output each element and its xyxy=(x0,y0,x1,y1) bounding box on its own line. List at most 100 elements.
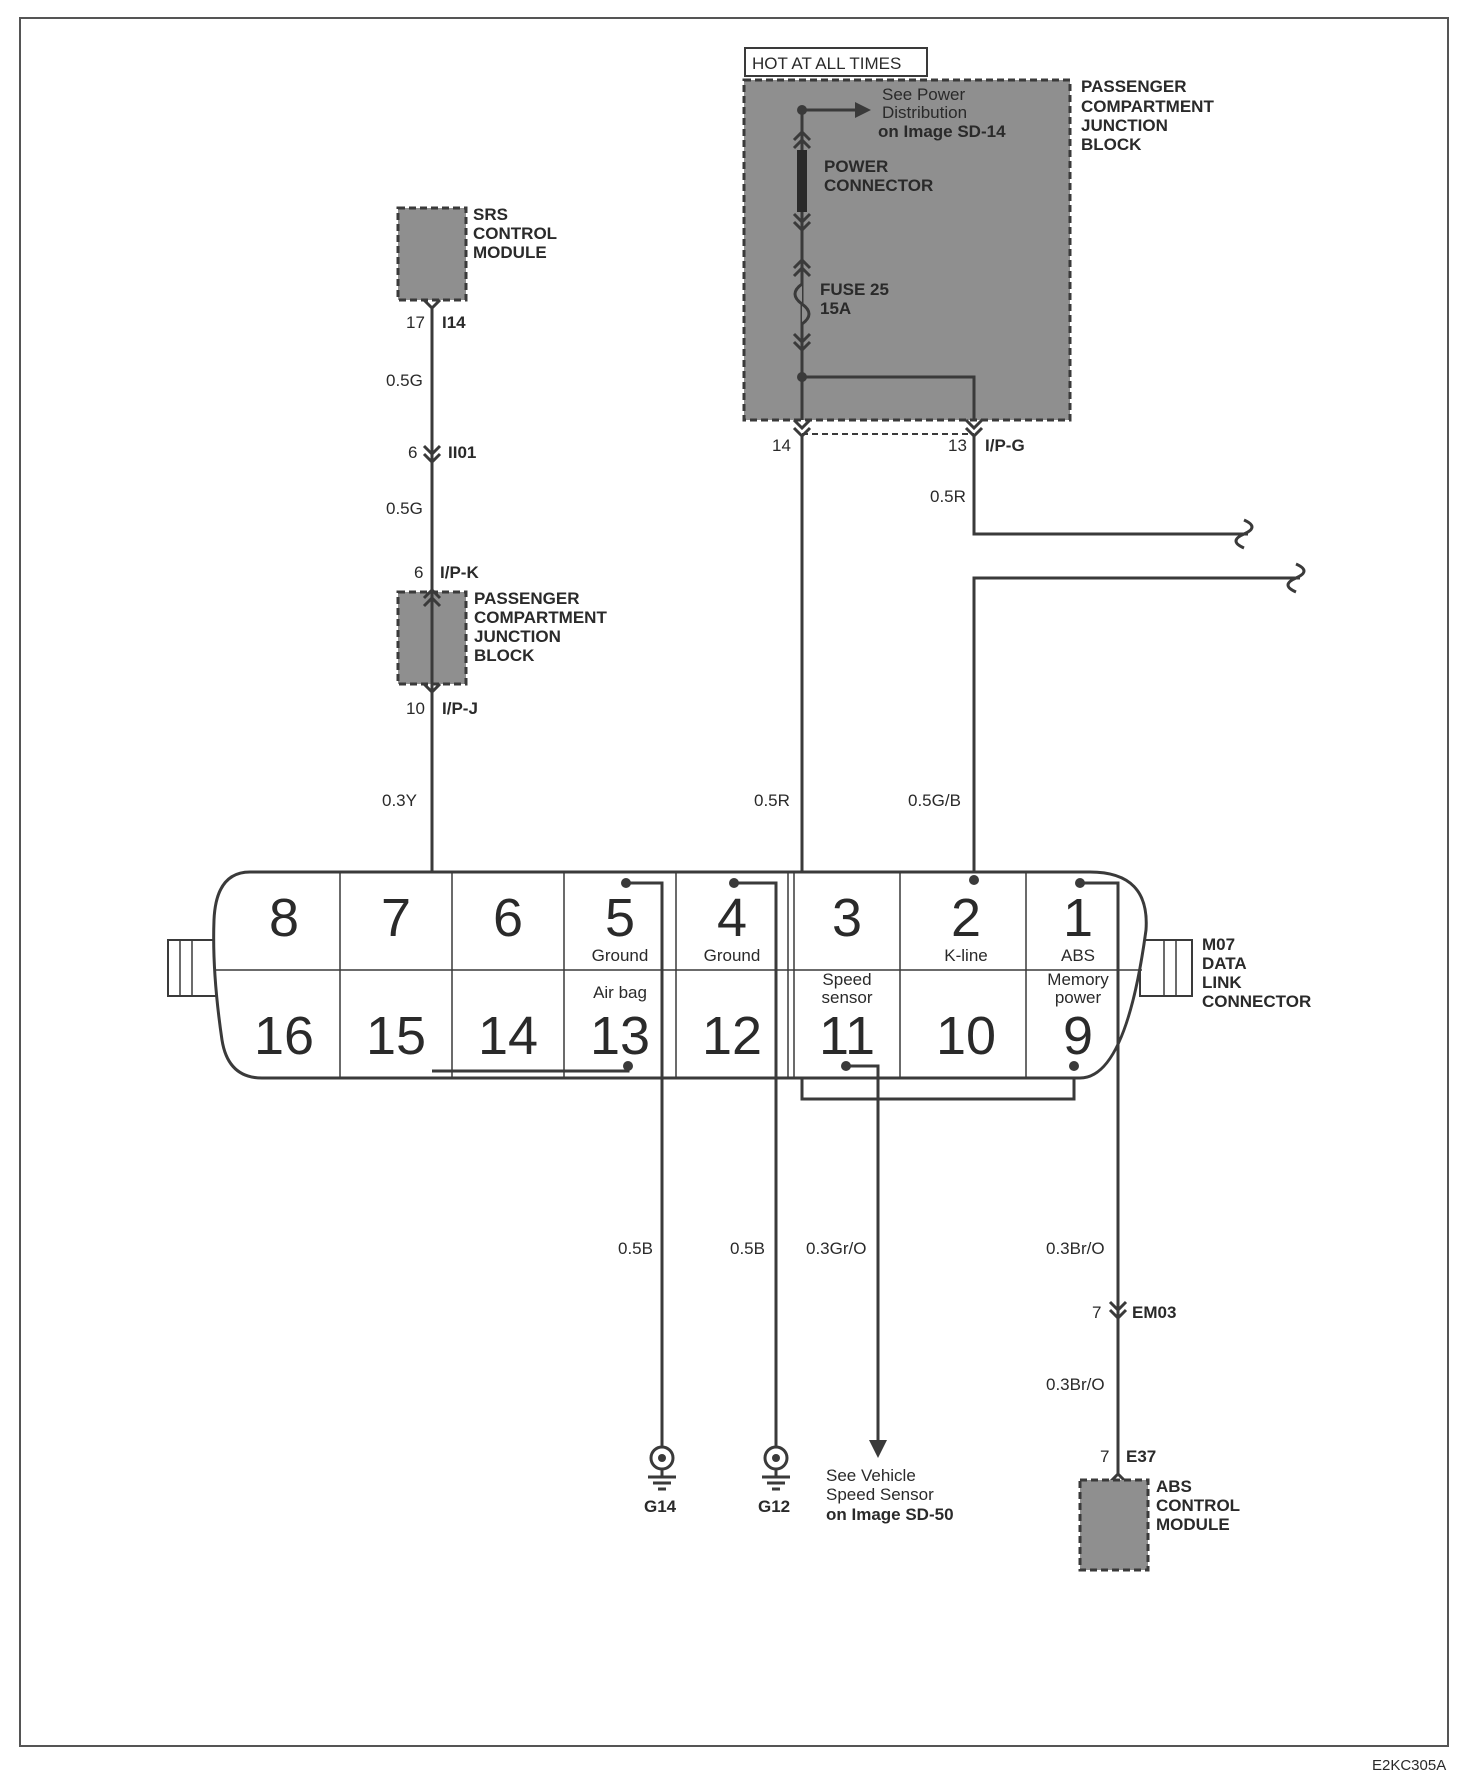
pin-4-number: 4 xyxy=(717,888,747,948)
pin-2-function: K-line xyxy=(944,946,987,965)
wire-label-05r-top: 0.5R xyxy=(930,487,966,506)
abs-label-3: MODULE xyxy=(1156,1515,1230,1534)
ipk-pin-label: 6 xyxy=(414,563,423,582)
pin-5-function: Ground xyxy=(592,946,649,965)
fuse-label-2: 15A xyxy=(820,299,851,318)
srs-control-module xyxy=(396,206,468,302)
srs-pin-label: 17 xyxy=(406,313,425,332)
e37-conn-label: E37 xyxy=(1126,1447,1156,1466)
pin-13-number: 13 xyxy=(590,1006,650,1066)
chevron-e37 xyxy=(1108,1471,1128,1484)
jb-top-label-4: BLOCK xyxy=(1081,135,1142,154)
jb-split-wire xyxy=(802,375,976,420)
chevron-pin14 xyxy=(792,418,812,431)
pin-5-number: 5 xyxy=(605,888,635,948)
wire-break-2 xyxy=(1286,562,1306,594)
ground-g12 xyxy=(762,1445,790,1491)
pin9-dot xyxy=(1069,1061,1079,1071)
pin-12-number: 12 xyxy=(702,1006,762,1066)
jb-left-label-2: COMPARTMENT xyxy=(474,608,607,627)
power-connector-label-1: POWER xyxy=(824,157,888,176)
dlc-label-1: M07 xyxy=(1202,935,1235,954)
wire-break-1 xyxy=(1234,518,1254,550)
pin13-dot xyxy=(623,1061,633,1071)
jb-top-label-1: PASSENGER xyxy=(1081,77,1187,96)
ipj-pin-label: 10 xyxy=(406,699,425,718)
chevron-pin13 xyxy=(964,418,984,431)
wire-03gro xyxy=(846,1064,880,1440)
pin-9-number: 9 xyxy=(1063,1006,1093,1066)
pin-15-number: 15 xyxy=(366,1006,426,1066)
ground-g14 xyxy=(648,1445,676,1491)
dlc-label-2: DATA xyxy=(1202,954,1247,973)
wire-label-05b-1: 0.5B xyxy=(618,1239,653,1258)
power-dist-line3: on Image SD-14 xyxy=(878,122,1006,141)
vss-note-3: on Image SD-50 xyxy=(826,1505,954,1524)
wire-label-03bro-1: 0.3Br/O xyxy=(1046,1239,1105,1258)
vss-arrow xyxy=(869,1440,887,1458)
fuse-label-1: FUSE 25 xyxy=(820,280,889,299)
vss-note-2: Speed Sensor xyxy=(826,1485,934,1504)
jb-left-label-4: BLOCK xyxy=(474,646,535,665)
jb-left-label-3: JUNCTION xyxy=(474,627,561,646)
srs-label-1: SRS xyxy=(473,205,508,224)
pin-16-number: 16 xyxy=(254,1006,314,1066)
wire-label-05b-2: 0.5B xyxy=(730,1239,765,1258)
pin-11-function-1: Speed xyxy=(822,970,871,989)
ipj-conn-label: I/P-J xyxy=(442,699,478,718)
pin-9-function-2: power xyxy=(1055,988,1102,1007)
abs-label-2: CONTROL xyxy=(1156,1496,1240,1515)
jb-top-label-3: JUNCTION xyxy=(1081,116,1168,135)
pin-14-number: 14 xyxy=(478,1006,538,1066)
fuse-symbol xyxy=(793,282,811,326)
pin-8-number: 8 xyxy=(269,888,299,948)
pin-9-function-1: Memory xyxy=(1047,970,1109,989)
wire-03bro xyxy=(1080,881,1120,1474)
ii01-pin-label: 6 xyxy=(408,443,417,462)
fuse-chevron-top xyxy=(792,257,812,270)
wire-label-03gro: 0.3Gr/O xyxy=(806,1239,866,1258)
page-frame xyxy=(19,17,1449,1747)
power-connector-chevron-top xyxy=(792,129,812,142)
dlc-body xyxy=(212,870,1148,1080)
dlc-label-3: LINK xyxy=(1202,973,1242,992)
wire-05gb xyxy=(972,576,1300,880)
pin14-label: 14 xyxy=(772,436,791,455)
image-code: E2KC305A xyxy=(1372,1757,1446,1774)
pin-1-function: ABS xyxy=(1061,946,1095,965)
srs-label-3: MODULE xyxy=(473,243,547,262)
dlc-label-4: CONNECTOR xyxy=(1202,992,1311,1011)
power-dist-line1: See Power xyxy=(882,85,965,104)
ipg-pin-label: 13 xyxy=(948,436,967,455)
wire-label-05g-2: 0.5G xyxy=(386,499,423,518)
power-dist-line2: Distribution xyxy=(882,103,967,122)
chevron-ipk xyxy=(422,587,442,600)
abs-control-module xyxy=(1078,1478,1150,1572)
pin-7-number: 7 xyxy=(381,888,411,948)
em03-pin-label: 7 xyxy=(1092,1303,1101,1322)
abs-label-1: ABS xyxy=(1156,1477,1192,1496)
hot-label: HOT AT ALL TIMES xyxy=(752,54,901,73)
pin-13-function-1: Air bag xyxy=(593,983,647,1002)
pin-11-number: 11 xyxy=(819,1006,875,1066)
pin-3-number: 3 xyxy=(832,888,862,948)
data-link-connector xyxy=(167,870,1193,1080)
ground-g12-label: G12 xyxy=(758,1497,790,1516)
pin-4-function: Ground xyxy=(704,946,761,965)
chevron-ii01 xyxy=(422,444,442,457)
wire-05r-right xyxy=(972,436,1248,536)
power-connector-bar xyxy=(797,150,807,212)
wire-label-03bro-2: 0.3Br/O xyxy=(1046,1375,1105,1394)
chevron-em03 xyxy=(1108,1300,1128,1313)
pin-10-number: 10 xyxy=(936,1006,996,1066)
wire-label-03y: 0.3Y xyxy=(382,791,417,810)
wire-05r-down xyxy=(800,436,1076,1101)
chevron-ipj xyxy=(422,682,442,695)
ipg-conn-label: I/P-G xyxy=(985,436,1025,455)
pin-1-number: 1 xyxy=(1063,888,1093,948)
power-connector-chevron-bottom xyxy=(792,212,812,225)
wire-05b-g14 xyxy=(626,881,664,1450)
em03-conn-label: EM03 xyxy=(1132,1303,1176,1322)
